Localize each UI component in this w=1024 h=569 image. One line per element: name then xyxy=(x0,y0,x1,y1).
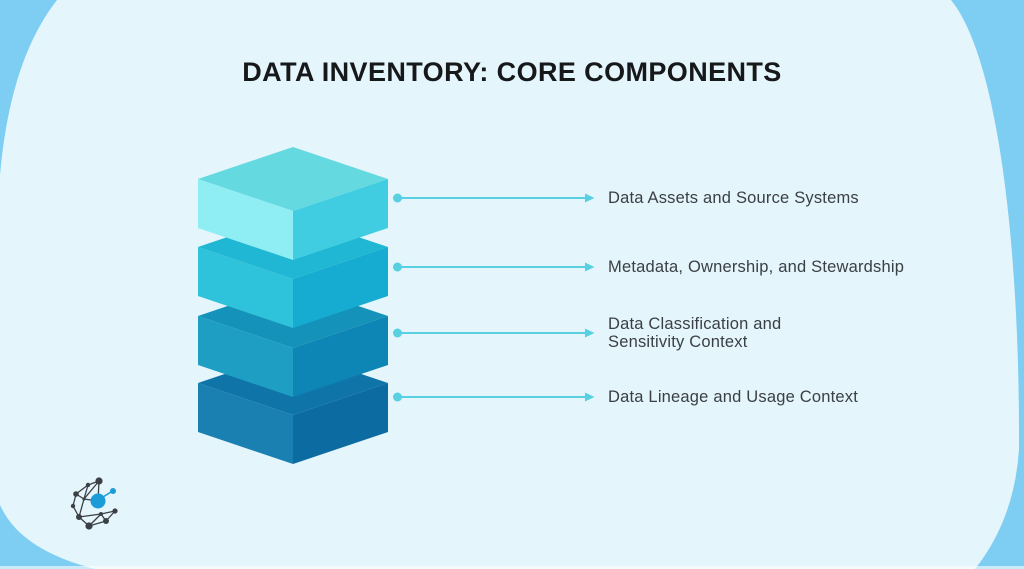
callout-label-1-line-1: Data Assets and Source Systems xyxy=(608,189,859,207)
connector-dot xyxy=(393,392,402,402)
connector-dot xyxy=(393,193,402,203)
layer-stack xyxy=(198,147,388,464)
callout-row-1: Data Assets and Source Systems xyxy=(392,189,859,207)
callout-label-2: Metadata, Ownership, and Stewardship xyxy=(608,258,904,276)
bottom-edge-strip xyxy=(0,566,1024,569)
connector-arrowhead xyxy=(585,262,595,272)
callout-label-3: Data Classification and Sensitivity Cont… xyxy=(608,315,781,351)
connector-arrow-icon xyxy=(393,193,595,203)
connector-arrow-icon xyxy=(393,262,595,272)
connector-arrowhead xyxy=(585,328,595,338)
callout-row-3: Data Classification and Sensitivity Cont… xyxy=(392,315,781,351)
brand-logo xyxy=(70,477,118,530)
callout-label-1: Data Assets and Source Systems xyxy=(608,189,859,207)
callout-label-2-line-1: Metadata, Ownership, and Stewardship xyxy=(608,258,905,276)
logo-network-nodes xyxy=(70,477,118,530)
connector-arrow-icon xyxy=(393,392,595,402)
callout-row-4: Data Lineage and Usage Context xyxy=(392,388,858,406)
layer-2-right-face xyxy=(293,247,388,328)
layer-1-left-face xyxy=(198,179,293,260)
connector-dot xyxy=(393,262,402,272)
connector-dot xyxy=(393,328,402,338)
callout-label-4-line-1: Data Lineage and Usage Context xyxy=(608,388,859,406)
layer-4-right-face xyxy=(293,383,388,464)
connector-arrowhead xyxy=(585,392,595,402)
layer-3-left-face xyxy=(198,316,293,397)
logo-satellite-node xyxy=(110,488,116,494)
layer-4-left-face xyxy=(198,383,293,464)
logo-hub-node xyxy=(90,493,106,509)
callout-label-4: Data Lineage and Usage Context xyxy=(608,388,858,406)
stack-layer-1 xyxy=(198,147,388,260)
layer-3-right-face xyxy=(293,316,388,397)
connector-arrowhead xyxy=(585,193,595,203)
callout-row-2: Metadata, Ownership, and Stewardship xyxy=(392,258,904,276)
connector-arrow-icon xyxy=(393,328,595,338)
logo-blue-edge xyxy=(102,491,112,498)
callout-label-3-line-1: Data Classification and xyxy=(608,315,782,333)
page-title: DATA INVENTORY: CORE COMPONENTS xyxy=(242,57,782,87)
layer-1-right-face xyxy=(293,179,388,260)
callout-label-3-line-2: Sensitivity Context xyxy=(608,333,748,351)
layer-2-left-face xyxy=(198,247,293,328)
